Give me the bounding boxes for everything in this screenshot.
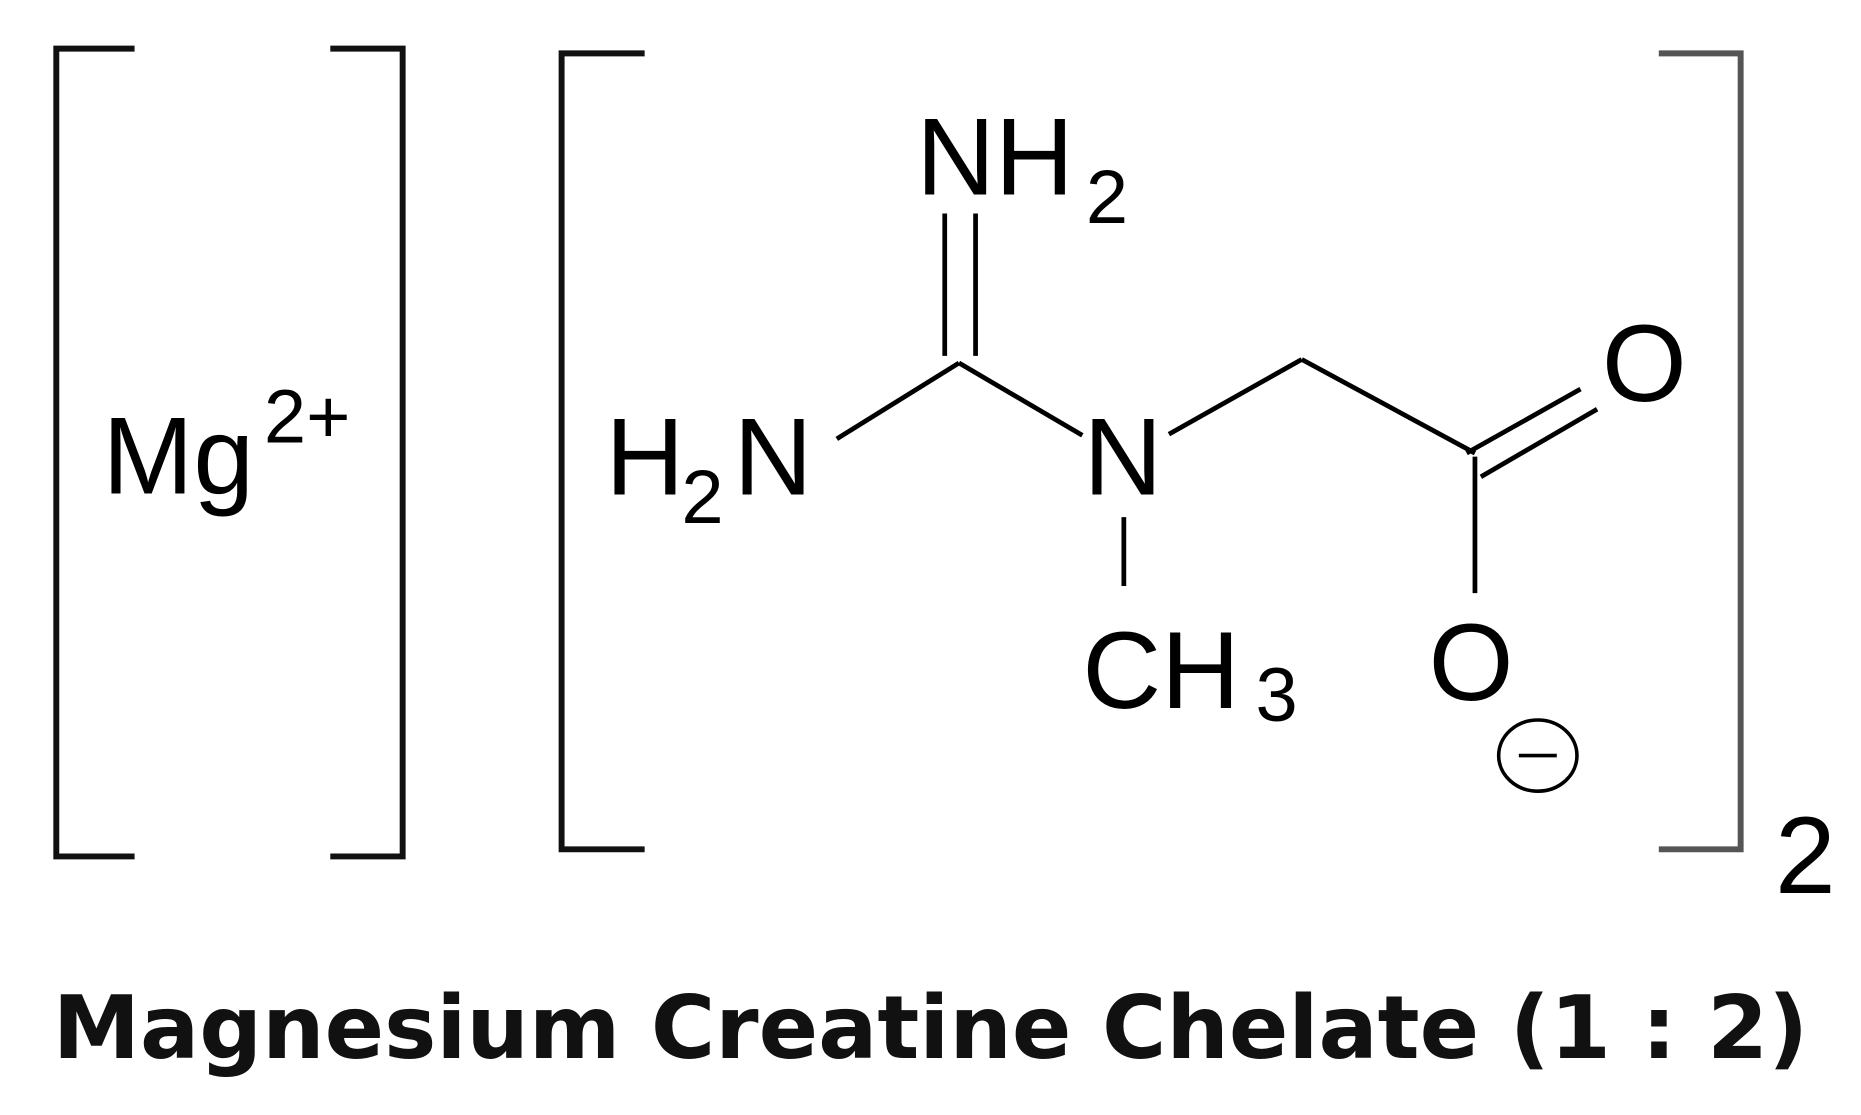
carbonyl-oxygen: O xyxy=(1602,303,1687,425)
bonds xyxy=(835,213,1599,594)
amine-h2n: H 2 N xyxy=(605,397,812,540)
svg-text:3: 3 xyxy=(1256,653,1298,738)
negative-charge-icon xyxy=(1496,718,1579,793)
methyl-group: CH 3 xyxy=(1082,610,1297,738)
ligand-bracket xyxy=(558,50,1744,853)
magnesium-ion: Mg 2+ xyxy=(103,374,351,517)
svg-text:NH: NH xyxy=(916,97,1074,219)
figure-caption: Magnesium Creatine Chelate (1 : 2) xyxy=(53,977,1809,1079)
cation-bracket xyxy=(53,45,406,860)
mg-charge: 2+ xyxy=(264,374,351,459)
central-nitrogen: N xyxy=(1084,397,1163,519)
svg-text:CH: CH xyxy=(1082,610,1240,732)
svg-text:2: 2 xyxy=(681,455,723,540)
mg-symbol: Mg xyxy=(103,395,255,517)
imine-nh2: NH 2 xyxy=(916,97,1128,240)
svg-text:2: 2 xyxy=(1086,155,1128,240)
svg-text:N: N xyxy=(734,397,813,519)
svg-text:H: H xyxy=(605,397,684,519)
anionic-oxygen: O xyxy=(1429,602,1514,724)
stoichiometry-subscript: 2 xyxy=(1775,795,1836,917)
